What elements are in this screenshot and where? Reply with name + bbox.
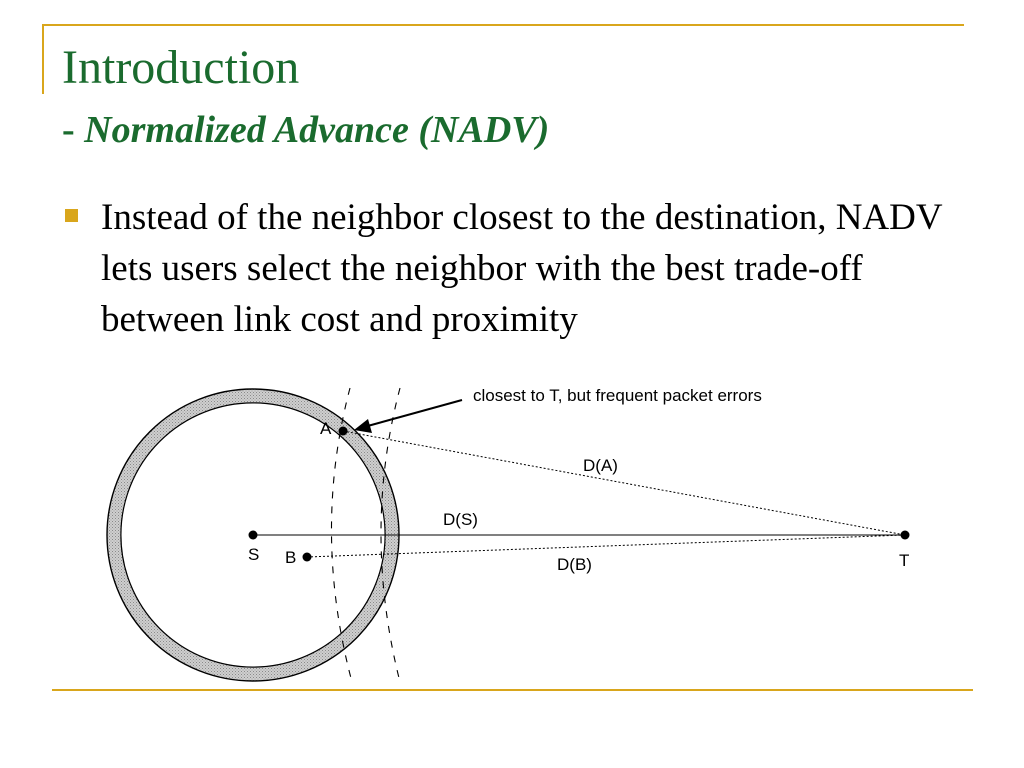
bullet-text: Instead of the neighbor closest to the d… (101, 197, 942, 340)
progress-arc-outer (380, 387, 401, 683)
label-a: A (320, 419, 332, 438)
label-b: B (285, 548, 296, 567)
label-da: D(A) (583, 456, 618, 475)
bullet-item: Instead of the neighbor closest to the d… (62, 192, 962, 345)
node-t (900, 530, 910, 540)
annotation-arrow-line (363, 399, 463, 428)
frame-top-rule (42, 24, 964, 26)
link-a-t (342, 430, 906, 536)
label-s: S (248, 545, 259, 564)
bullet-list: Instead of the neighbor closest to the d… (62, 192, 962, 345)
subtitle-prefix: - (62, 109, 85, 151)
frame-left-rule (42, 24, 44, 94)
progress-arc-inner (330, 387, 353, 683)
nadv-diagram: closest to T, but frequent packet errors… (106, 386, 910, 683)
label-ds: D(S) (443, 510, 478, 529)
subtitle-text: Normalized Advance (NADV) (84, 109, 550, 151)
label-db: D(B) (557, 555, 592, 574)
frame-bottom-rule (52, 689, 973, 691)
annotation-text: closest to T, but frequent packet errors (473, 386, 762, 405)
node-s (248, 530, 258, 540)
annotation-arrowhead (354, 419, 372, 433)
node-b (302, 552, 312, 562)
slide-title: Introduction (62, 41, 300, 94)
node-a (338, 426, 348, 436)
bullet-square-icon (65, 209, 78, 222)
slide-subtitle: - Normalized Advance (NADV) (62, 108, 549, 152)
label-t: T (899, 551, 909, 570)
